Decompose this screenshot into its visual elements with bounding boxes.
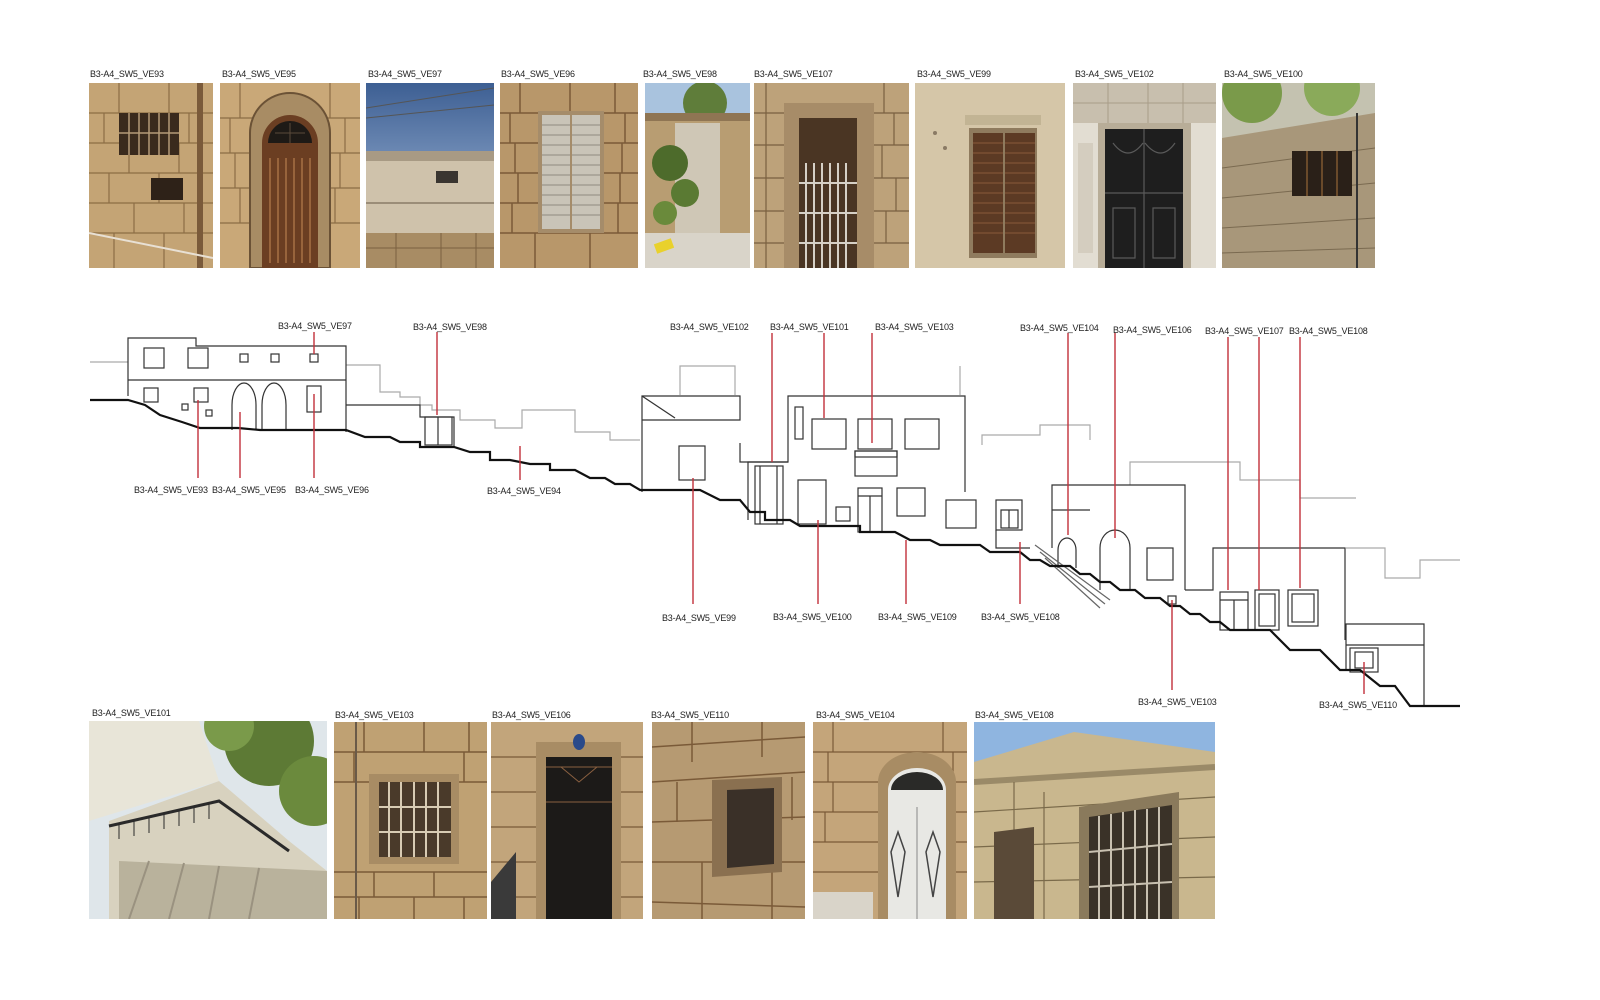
building-outlines bbox=[127, 337, 1425, 706]
elevation-label: B3-A4_SW5_VE104 bbox=[1020, 323, 1099, 333]
photo-facade[interactable] bbox=[974, 722, 1215, 919]
photo-balcony[interactable] bbox=[89, 721, 327, 919]
photo-roof-parapet[interactable] bbox=[366, 83, 494, 268]
elevation-label: B3-A4_SW5_VE110 bbox=[1319, 700, 1397, 710]
elevation-label: B3-A4_SW5_VE97 bbox=[278, 321, 352, 331]
elevation-label: B3-A4_SW5_VE101 bbox=[770, 322, 849, 332]
photo-label: B3-A4_SW5_VE103 bbox=[335, 710, 414, 720]
leader-lines-top bbox=[313, 332, 1301, 590]
photo-iron-door[interactable] bbox=[1073, 83, 1216, 268]
photo-upper-window[interactable] bbox=[1222, 83, 1375, 268]
elevation-label: B3-A4_SW5_VE103 bbox=[1138, 697, 1217, 707]
photo-label: B3-A4_SW5_VE99 bbox=[917, 69, 991, 79]
elevation-label: B3-A4_SW5_VE109 bbox=[878, 612, 957, 622]
photo-label: B3-A4_SW5_VE97 bbox=[368, 69, 442, 79]
elevation-label: B3-A4_SW5_VE96 bbox=[295, 485, 369, 495]
ground-profile bbox=[90, 398, 1460, 708]
photo-label: B3-A4_SW5_VE107 bbox=[754, 69, 833, 79]
elevation-label: B3-A4_SW5_VE107 bbox=[1205, 326, 1284, 336]
elevation-label: B3-A4_SW5_VE108 bbox=[981, 612, 1060, 622]
photo-recessed-window[interactable] bbox=[652, 722, 805, 919]
elevation-label: B3-A4_SW5_VE100 bbox=[773, 612, 852, 622]
photo-barred-window[interactable] bbox=[334, 722, 487, 919]
background-buildings bbox=[90, 361, 1460, 579]
elevation-label: B3-A4_SW5_VE94 bbox=[487, 486, 561, 496]
photo-label: B3-A4_SW5_VE100 bbox=[1224, 69, 1303, 79]
elevation-label: B3-A4_SW5_VE108 bbox=[1289, 326, 1368, 336]
photo-label: B3-A4_SW5_VE96 bbox=[501, 69, 575, 79]
photo-label: B3-A4_SW5_VE104 bbox=[816, 710, 895, 720]
elevation-label: B3-A4_SW5_VE103 bbox=[875, 322, 954, 332]
photo-label: B3-A4_SW5_VE101 bbox=[92, 708, 171, 718]
photo-label: B3-A4_SW5_VE110 bbox=[651, 710, 729, 720]
photo-label: B3-A4_SW5_VE98 bbox=[643, 69, 717, 79]
photo-wooden-shutters[interactable] bbox=[915, 83, 1065, 268]
photo-label: B3-A4_SW5_VE95 bbox=[222, 69, 296, 79]
photo-dark-door[interactable] bbox=[491, 722, 643, 919]
photo-label: B3-A4_SW5_VE93 bbox=[90, 69, 164, 79]
elevation-label: B3-A4_SW5_VE106 bbox=[1113, 325, 1192, 335]
photo-label: B3-A4_SW5_VE106 bbox=[492, 710, 571, 720]
photo-barred-door[interactable] bbox=[754, 83, 909, 268]
photo-label: B3-A4_SW5_VE102 bbox=[1075, 69, 1154, 79]
photo-arched-white-door[interactable] bbox=[813, 722, 967, 919]
photo-shuttered-window[interactable] bbox=[500, 83, 638, 268]
elevation-label: B3-A4_SW5_VE98 bbox=[413, 322, 487, 332]
elevation-label: B3-A4_SW5_VE102 bbox=[670, 322, 749, 332]
photo-stone-window[interactable] bbox=[89, 83, 213, 268]
elevation-label: B3-A4_SW5_VE93 bbox=[134, 485, 208, 495]
elevation-label: B3-A4_SW5_VE95 bbox=[212, 485, 286, 495]
elevation-label: B3-A4_SW5_VE99 bbox=[662, 613, 736, 623]
photo-label: B3-A4_SW5_VE108 bbox=[975, 710, 1054, 720]
photo-garden-gate[interactable] bbox=[645, 83, 750, 268]
leader-lines-bottom bbox=[197, 394, 1365, 694]
photo-arched-door[interactable] bbox=[220, 83, 360, 268]
